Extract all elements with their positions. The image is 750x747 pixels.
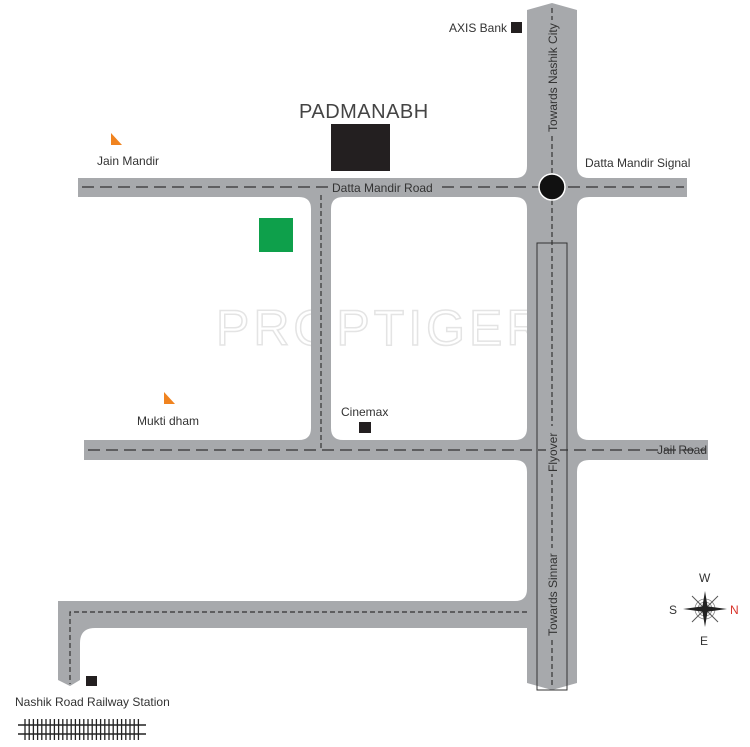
flyover-label-group: Flyover	[546, 426, 560, 474]
cinemax-label: Cinemax	[341, 405, 388, 419]
watermark: PROPTIGER	[216, 300, 546, 356]
label-background	[546, 548, 560, 638]
temple-icon	[164, 392, 175, 404]
corner-fillet	[331, 428, 343, 440]
bottom-road	[58, 601, 528, 628]
corner-fillet	[515, 589, 527, 601]
station-road	[58, 601, 80, 686]
datta-mandir-road-label: Datta Mandir Road	[332, 181, 433, 195]
datta-mandir-signal-label: Datta Mandir Signal	[585, 156, 690, 170]
towards-sinnar-label: Towards Sinnar	[546, 553, 560, 636]
cinemax-marker	[359, 422, 371, 433]
mukti-dham-label: Mukti dham	[137, 414, 199, 428]
flyover-label: Flyover	[546, 433, 560, 472]
label-background	[328, 181, 436, 194]
axis-bank-label: AXIS Bank	[449, 21, 508, 35]
corner-fillet	[299, 428, 311, 440]
project-name: PADMANABH	[299, 101, 429, 123]
corner-fillet	[331, 197, 343, 209]
compass-west: W	[699, 571, 711, 585]
railway-station-marker	[86, 676, 97, 686]
compass-east: E	[700, 634, 708, 648]
flyover-outline	[536, 242, 568, 691]
railway-station-label: Nashik Road Railway Station	[15, 695, 170, 709]
corner-fillet	[80, 628, 95, 643]
towards-sinnar-label-group: Towards Sinnar	[546, 548, 560, 638]
corner-fillet	[299, 197, 311, 209]
datta-mandir-signal-roundabout	[538, 173, 566, 201]
center-line	[69, 611, 527, 684]
jail-road-label: Jail Road	[657, 443, 707, 457]
label-background	[546, 20, 560, 134]
towards-nashik-city-label-group: Towards Nashik City	[546, 20, 560, 134]
temple-icon	[111, 133, 122, 145]
jain-mandir-label: Jain Mandir	[97, 154, 159, 168]
compass-rose-icon: W E S N	[669, 571, 739, 648]
compass-south: S	[669, 603, 677, 617]
compass-north: N	[730, 603, 739, 617]
axis-bank-marker	[511, 22, 522, 33]
towards-nashik-city-label: Towards Nashik City	[546, 23, 560, 132]
railway-track-icon	[18, 719, 146, 740]
padmanabh-project-marker	[331, 124, 390, 171]
label-background	[546, 426, 560, 474]
park-marker	[259, 218, 293, 252]
